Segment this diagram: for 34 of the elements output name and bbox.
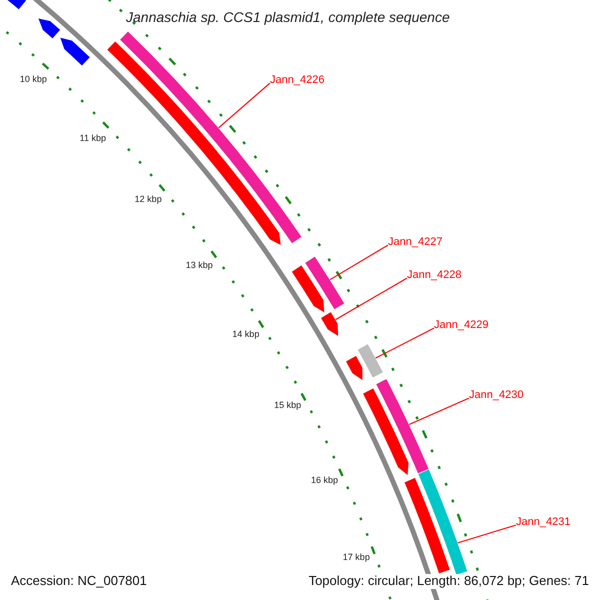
gene-segment (418, 468, 468, 576)
gene-segment (320, 311, 339, 337)
summary-text: Topology: circular; Length: 86,072 bp; Genes: 71 (306, 574, 591, 589)
scale-label: 11 kbp (80, 132, 106, 143)
gene-segment (357, 343, 384, 378)
scale-label: 17 kbp (342, 551, 370, 562)
leader-line (458, 524, 516, 544)
gene-segment (304, 256, 345, 310)
gene-segment (376, 378, 430, 474)
scale-label: 14 kbp (232, 328, 260, 339)
scale-label: 13 kbp (186, 260, 213, 270)
gene-segment (345, 355, 364, 381)
gene-label: Jann_4231 (516, 516, 570, 529)
gene-segment (404, 477, 450, 574)
gene-label: Jann_4227 (388, 236, 442, 249)
leader-line (408, 398, 470, 426)
scale-label: 16 kbp (311, 474, 338, 486)
leader-line (330, 244, 388, 280)
scale-label: 12 kbp (134, 194, 162, 205)
accession-text: Accession: NC_007801 (9, 574, 149, 589)
gene-label: Jann_4229 (434, 319, 488, 332)
gene-label: Jann_4228 (407, 269, 462, 282)
leader-line (335, 278, 408, 320)
gene-segment (60, 37, 91, 66)
gene-segment (291, 264, 325, 314)
leader-line (375, 328, 434, 359)
gene-segment (38, 18, 61, 40)
scale-label: 10 kbp (20, 74, 47, 85)
leader-line (218, 82, 270, 128)
scale-label: 15 kbp (274, 400, 302, 411)
gene-label: Jann_4226 (270, 74, 324, 87)
gene-label: Jann_4230 (469, 389, 524, 402)
gene-segment (362, 388, 410, 476)
title: Jannaschia sp. CCS1 plasmid1, complete sequence (126, 9, 450, 26)
